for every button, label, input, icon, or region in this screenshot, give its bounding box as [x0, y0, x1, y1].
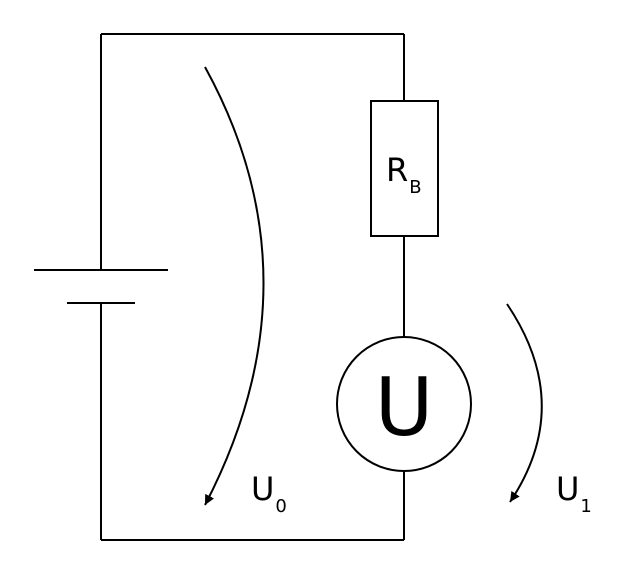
meter-voltage-subscript: 1 — [580, 496, 591, 517]
source-voltage-label: U0 — [251, 470, 287, 517]
voltmeter-symbol: U — [375, 361, 434, 454]
meter-voltage-label: U1 — [556, 470, 592, 517]
source-voltage-subscript: 0 — [275, 496, 286, 517]
resistor-label: RB — [386, 151, 422, 198]
voltmeter: U — [336, 336, 472, 472]
resistor-body — [370, 100, 439, 237]
resistor-label-subscript: B — [409, 177, 421, 198]
battery-symbol — [34, 269, 168, 304]
source-voltage-arrow — [204, 66, 265, 506]
meter-voltage-arrow — [506, 303, 543, 503]
resistor: RB — [370, 100, 439, 237]
voltmeter-circle — [336, 336, 472, 472]
